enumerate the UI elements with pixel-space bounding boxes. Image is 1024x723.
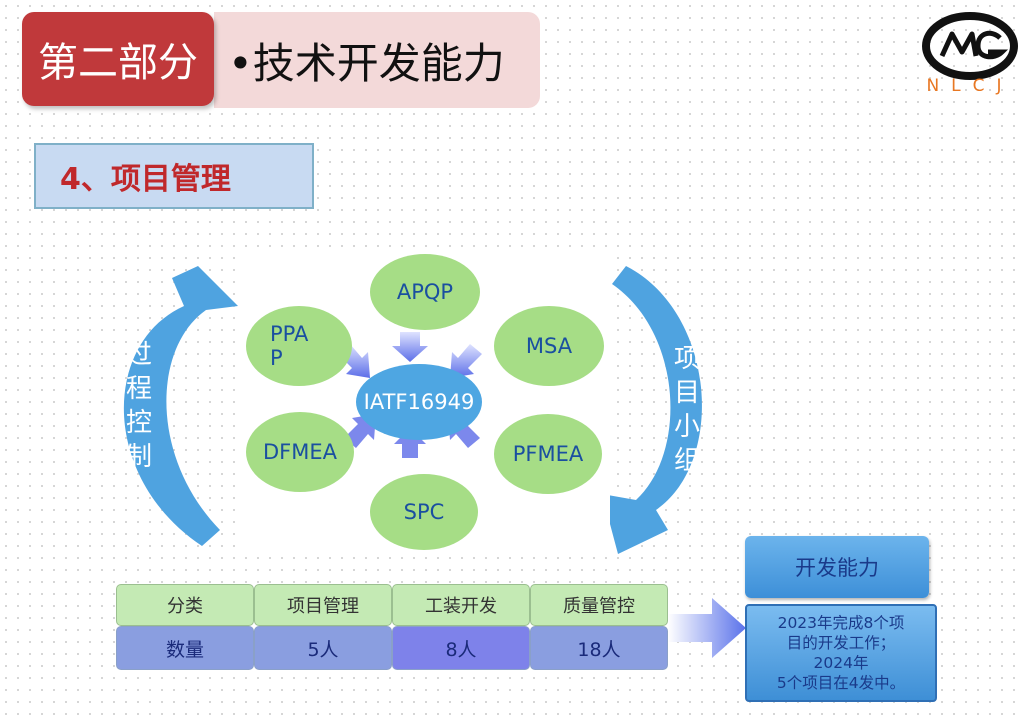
dev-capability-title-text: 开发能力 [795,556,879,580]
table-header-cell: 工装开发 [392,584,530,626]
left-arc-char: 过 [125,340,152,370]
section-label: 第二部分 [22,12,214,106]
left-arc-char: 制 [125,442,152,472]
table-value-cell: 数量 [116,626,254,670]
dev-line: 2023年完成8个项 [777,614,905,632]
node-spc: SPC [370,474,478,550]
dev-capability-title: 开发能力 [745,536,929,598]
table-value-cell: 8人 [392,626,530,670]
right-arc-label: 项 目 小 组 [670,342,704,478]
subsection-title-text: 4、项目管理 [60,162,231,197]
left-arc-char: 控 [125,408,152,438]
right-arc-char: 项 [673,344,700,374]
section-title: •技术开发能力 [228,38,505,88]
dev-line: 目的开发工作； [786,634,896,652]
node-ppap-line1: PPA [270,322,309,346]
company-logo [922,12,1018,80]
node-pfmea: PFMEA [494,414,602,494]
node-msa: MSA [494,306,604,386]
node-spc-label: SPC [403,500,445,524]
staff-table: 分类 项目管理 工装开发 质量管控 数量 5人 8人 18人 [116,584,668,672]
left-arc-char: 程 [125,374,152,404]
dev-line: 5个项目在4发中。 [776,674,906,692]
table-header-cell: 项目管理 [254,584,392,626]
table-header-cell: 质量管控 [530,584,668,626]
node-dfmea: DFMEA [246,412,354,492]
section-label-text: 第二部分 [38,40,198,86]
node-apqp-label: APQP [396,280,454,304]
right-curved-arrow [602,266,702,554]
right-arc-char: 小 [673,412,700,442]
table-value-cell: 18人 [530,626,668,670]
dev-line: 2024年 [813,654,869,672]
node-dfmea-label: DFMEA [262,440,337,464]
node-apqp: APQP [370,254,480,330]
node-msa-label: MSA [525,334,573,358]
left-curved-arrow [123,266,238,546]
table-header-cell: 分类 [116,584,254,626]
node-iatf16949: IATF16949 [356,364,482,440]
right-arc-char: 目 [673,378,700,408]
subsection-title: 4、项目管理 [34,143,314,209]
node-iatf16949-label: IATF16949 [363,390,475,414]
dev-capability-body: 2023年完成8个项 目的开发工作； 2024年 5个项目在4发中。 [745,604,937,702]
node-ppap-line2: P [270,346,283,370]
node-pfmea-label: PFMEA [512,442,584,466]
right-arc-char: 组 [673,446,700,476]
logo-text: NLCJ [926,76,1014,96]
left-arc-label: 过 程 控 制 [122,338,156,474]
section-title-bar: •技术开发能力 [214,12,540,108]
table-value-cell: 5人 [254,626,392,670]
right-arrow-icon [668,598,746,658]
node-ppap-label: PPA P [270,322,308,370]
node-ppap: PPA P [246,306,352,386]
